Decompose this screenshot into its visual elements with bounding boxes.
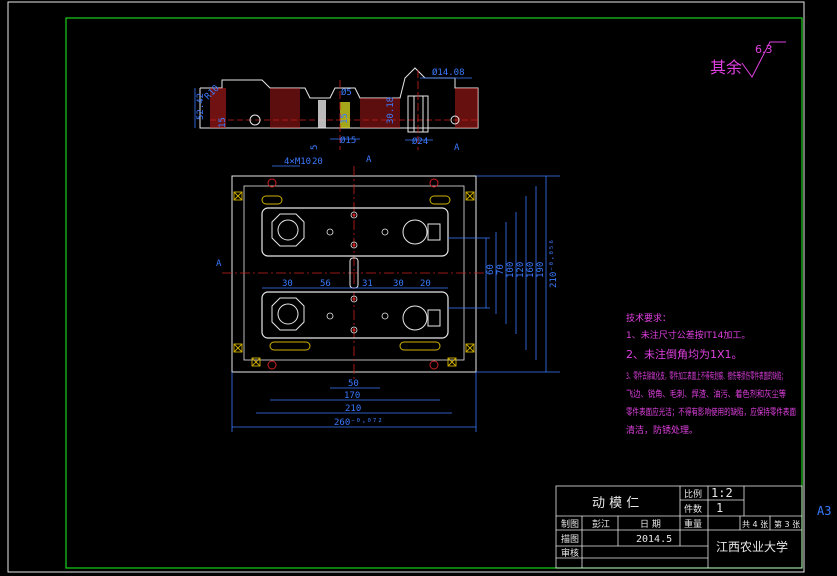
drawn-name: 彭江 bbox=[592, 518, 610, 530]
qty-label: 件数 bbox=[684, 503, 702, 515]
tech-req-item-2: 3、零件去除氧化皮，零件加工表面上不得有划痕、擦伤等损伤零件表面的缺陷； bbox=[626, 370, 786, 382]
dim-top-view-7: 5 bbox=[310, 145, 320, 150]
review-label: 审核 bbox=[561, 547, 579, 559]
dim-top-view-1: 52.42 bbox=[196, 93, 206, 120]
dim-top-view-2: 15 bbox=[218, 117, 228, 128]
surface-roughness-symbol: 其余 6.3 bbox=[710, 41, 786, 78]
tech-req-item-5: 清洁，防锈处理。 bbox=[626, 424, 698, 436]
dim-top-view-6: 15 bbox=[340, 113, 350, 124]
dim-plan-inner-0: 30 bbox=[282, 279, 293, 289]
roughness-value: 6.3 bbox=[755, 43, 773, 56]
date-label: 日 期 bbox=[640, 519, 661, 530]
dim-plan-left-marker: A bbox=[216, 259, 222, 269]
sheet-number: 第 3 张 bbox=[774, 519, 800, 529]
dim-plan-inner-1: 56 bbox=[320, 279, 331, 289]
technical-requirements: 技术要求： 1、未注尺寸公差按IT14加工。 2、未注倒角均为1X1。 3、零件… bbox=[626, 312, 796, 436]
dim-top-view-4: Ø14.08 bbox=[432, 67, 465, 78]
title-block bbox=[555, 485, 803, 569]
section-view: R10 52.42 15 Ø5 Ø14.08 30.18 15 5 Ø15 Ø2… bbox=[194, 67, 479, 153]
drawing-border bbox=[65, 17, 803, 569]
dim-plan-top-0: 4×M10 bbox=[284, 157, 311, 167]
dim-plan-top-1: 20 bbox=[312, 157, 323, 167]
scale-value: 1:2 bbox=[711, 486, 733, 500]
dim-plan-right-2: 100 bbox=[506, 262, 516, 278]
tech-req-title: 技术要求： bbox=[626, 312, 671, 324]
part-name: 动 模 仁 bbox=[592, 496, 639, 511]
tech-req-item-4: 零件表面应光洁；不得有影响使用的缺陷，应保持零件表面 bbox=[626, 406, 796, 418]
sheet-size-label: A3 bbox=[817, 504, 831, 518]
dim-plan-bottom-1: 170 bbox=[344, 391, 360, 401]
dim-top-view-8: Ø15 bbox=[340, 135, 356, 146]
dim-plan-right-4: 160 bbox=[526, 262, 536, 278]
sheets-total: 共 4 张 bbox=[742, 520, 768, 529]
drawn-label: 制图 bbox=[561, 518, 579, 530]
dim-plan-inner-3: 30 bbox=[393, 279, 404, 289]
dim-top-view-9: Ø24 bbox=[412, 136, 428, 147]
weight-label: 重量 bbox=[684, 518, 702, 530]
dim-plan-top-2: A bbox=[366, 155, 372, 165]
dim-top-view-5: 30.18 bbox=[386, 97, 396, 124]
dim-plan-right-1: 70 bbox=[496, 264, 506, 275]
dim-top-view-3: Ø5 bbox=[341, 87, 352, 98]
plan-view: 4×M10 20 A A 60 70 100 120 160 190 210⁻⁰… bbox=[216, 155, 560, 432]
date-value: 2014.5 bbox=[636, 534, 672, 545]
qty-value: 1 bbox=[716, 501, 723, 515]
dim-plan-bottom-2: 210 bbox=[345, 404, 361, 414]
dim-plan-inner-2: 31 bbox=[362, 279, 373, 289]
tech-req-item-0: 1、未注尺寸公差按IT14加工。 bbox=[626, 329, 750, 341]
dim-plan-bottom-3: 260⁻⁰·⁰⁷² bbox=[334, 418, 383, 428]
school-name: 江西农业大学 bbox=[716, 539, 788, 554]
roughness-label: 其余 bbox=[710, 58, 742, 77]
outer-frame bbox=[7, 1, 805, 573]
dim-plan-right-3: 120 bbox=[516, 262, 526, 278]
tech-req-item-1: 2、未注倒角均为1X1。 bbox=[626, 347, 743, 361]
dim-plan-bottom-0: 50 bbox=[348, 379, 359, 389]
check-label: 描图 bbox=[561, 533, 579, 545]
tech-req-item-3: 飞边、锐角、毛刺、焊渣、油污、着色剂和灰尘等 bbox=[626, 388, 786, 400]
dim-plan-inner-4: 20 bbox=[420, 279, 431, 289]
dim-plan-right-0: 60 bbox=[486, 264, 496, 275]
dim-top-view-10: A bbox=[454, 143, 460, 153]
dim-plan-right-5: 190 bbox=[536, 262, 546, 278]
title-block-text: 动 模 仁 比例 1:2 件数 1 制图 彭江 日 期 重量 共 4 张 第 3… bbox=[561, 486, 800, 559]
scale-label: 比例 bbox=[684, 488, 702, 500]
dim-plan-right-7: 210⁻⁰·⁰⁵⁶ bbox=[549, 239, 559, 288]
